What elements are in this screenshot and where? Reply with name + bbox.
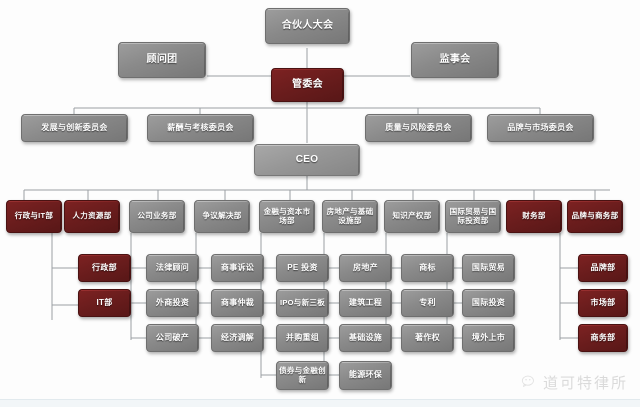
subdept-overseas-listing[interactable]: 境外上市 bbox=[462, 324, 515, 352]
subdept-trademark[interactable]: 商标 bbox=[401, 254, 454, 282]
dept-brand-business[interactable]: 品牌与商务部 bbox=[567, 200, 623, 233]
subdept-market[interactable]: 市场部 bbox=[578, 289, 628, 317]
subdept-legal-counsel[interactable]: 法律顾问 bbox=[146, 254, 199, 282]
node-advisory-board[interactable]: 顾问团 bbox=[118, 42, 206, 78]
subdept-infrastructure[interactable]: 基础设施 bbox=[339, 324, 392, 352]
subdept-international-investment[interactable]: 国际投资 bbox=[462, 289, 515, 317]
bottom-bar bbox=[0, 399, 640, 407]
subdept-admin[interactable]: 行政部 bbox=[78, 254, 131, 282]
subdept-economic-mediation[interactable]: 经济调解 bbox=[211, 324, 264, 352]
subdept-international-trade[interactable]: 国际贸易 bbox=[462, 254, 515, 282]
dept-realestate-infrastructure[interactable]: 房地产与基础设施部 bbox=[322, 200, 378, 233]
dept-finance-capital-markets[interactable]: 金融与资本市场部 bbox=[259, 200, 315, 233]
subdept-brand[interactable]: 品牌部 bbox=[578, 254, 628, 282]
subdept-corporate-bankruptcy[interactable]: 公司破产 bbox=[146, 324, 199, 352]
subdept-foreign-investment[interactable]: 外商投资 bbox=[146, 289, 199, 317]
node-ceo[interactable]: CEO bbox=[254, 144, 360, 176]
node-supervisory-board[interactable]: 监事会 bbox=[411, 42, 499, 78]
subdept-energy-environment[interactable]: 能源环保 bbox=[339, 361, 392, 390]
subdept-real-estate[interactable]: 房地产 bbox=[339, 254, 392, 282]
subdept-mergers-acquisitions[interactable]: 并购重组 bbox=[276, 324, 329, 352]
subdept-patent[interactable]: 专利 bbox=[401, 289, 454, 317]
subdept-it[interactable]: IT部 bbox=[78, 289, 131, 317]
subdept-bonds-financial-innovation[interactable]: 债券与金融创新 bbox=[276, 361, 329, 390]
committee-development-innovation[interactable]: 发展与创新委员会 bbox=[21, 114, 128, 142]
dept-intellectual-property[interactable]: 知识产权部 bbox=[384, 200, 440, 233]
committee-compensation-assessment[interactable]: 薪酬与考核委员会 bbox=[147, 114, 254, 142]
dept-human-resources[interactable]: 人力资源部 bbox=[64, 200, 120, 233]
dept-corporate-business[interactable]: 公司业务部 bbox=[129, 200, 185, 233]
dept-dispute-resolution[interactable]: 争议解决部 bbox=[194, 200, 250, 233]
subdept-commercial-litigation[interactable]: 商事诉讼 bbox=[211, 254, 264, 282]
subdept-business[interactable]: 商务部 bbox=[578, 324, 628, 352]
subdept-commercial-arbitration[interactable]: 商事仲裁 bbox=[211, 289, 264, 317]
subdept-copyright[interactable]: 著作权 bbox=[401, 324, 454, 352]
subdept-pe-investment[interactable]: PE 投资 bbox=[276, 254, 329, 282]
dept-finance[interactable]: 财务部 bbox=[506, 200, 562, 233]
node-partners-assembly[interactable]: 合伙人大会 bbox=[265, 8, 350, 44]
subdept-ipo-neeq[interactable]: IPO与新三板 bbox=[276, 289, 329, 317]
dept-admin-it[interactable]: 行政与IT部 bbox=[6, 200, 62, 233]
dept-international-trade-investment[interactable]: 国际贸易与国际投资部 bbox=[445, 200, 501, 233]
committee-brand-market[interactable]: 品牌与市场委员会 bbox=[487, 114, 594, 142]
committee-quality-risk[interactable]: 质量与风险委员会 bbox=[365, 114, 472, 142]
subdept-construction-engineering[interactable]: 建筑工程 bbox=[339, 289, 392, 317]
node-management-committee[interactable]: 管委会 bbox=[271, 68, 344, 102]
